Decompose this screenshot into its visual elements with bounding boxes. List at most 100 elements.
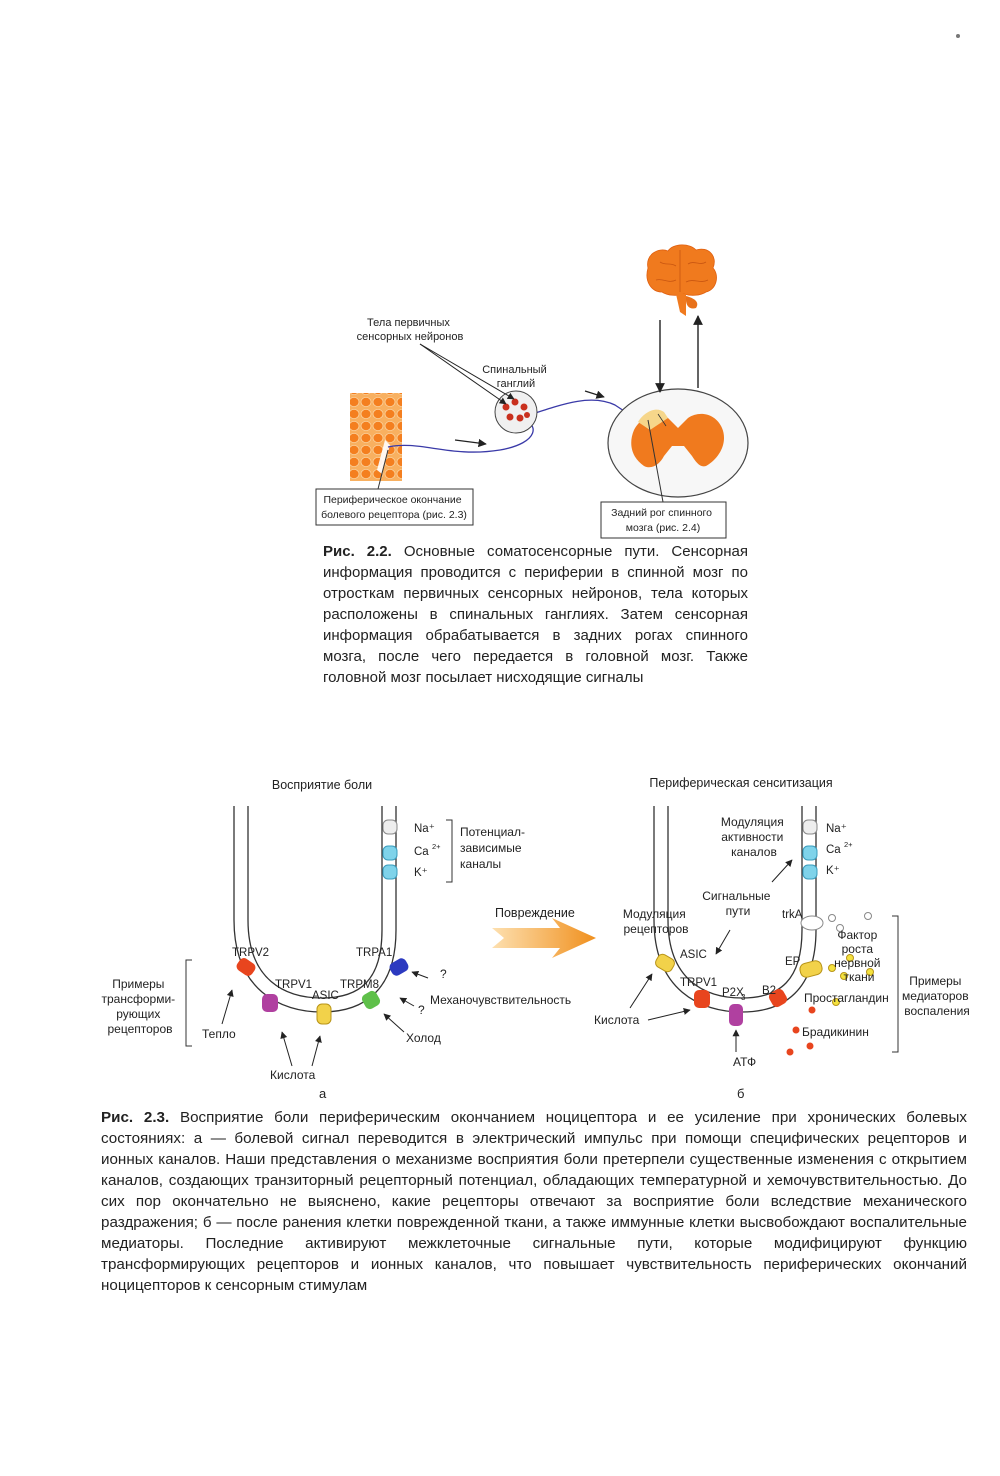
figure-2-3-caption: Рис. 2.3. Восприятие боли периферическим… [101, 1107, 967, 1296]
svg-text:Модуляция активности к: Модуляция активности каналов [721, 815, 787, 859]
peripheral-box-line1: Периферическое окончание [323, 494, 461, 506]
voltage-label-3: каналы [460, 857, 501, 871]
question-1: ? [440, 967, 447, 981]
mediators-label-3: воспаления [904, 1004, 970, 1018]
label-ganglion-2: ганглий [497, 378, 535, 390]
figure-2-2-caption: Рис. 2.2. Основные соматосенсорные пути.… [323, 541, 748, 688]
ngf-4: ткани [843, 970, 874, 984]
caption-2-3-label: Рис. 2.3. [101, 1109, 170, 1126]
label-ganglion-1: Спинальный [482, 364, 547, 376]
receptor-p2x3 [729, 1004, 743, 1026]
injury-arrow [492, 918, 596, 958]
mediators-label-1: Примеры [909, 974, 961, 988]
mod-receptors-2: рецепторов [623, 922, 688, 936]
ngf-3: нервной [834, 956, 880, 970]
examples-label-2: трансформи- [102, 992, 176, 1006]
svg-text:Модуляция рецепторов: Модуляция рецепторов [623, 907, 689, 936]
page-speck [956, 34, 960, 38]
label-neuron-bodies-2: сенсорных нейронов [357, 331, 464, 343]
label-atp: АТФ [733, 1055, 756, 1069]
label-mech: Механочувствительность [430, 993, 571, 1007]
peripheral-box-line2: болевого рецептора (рис. 2.3) [321, 509, 467, 521]
mod-receptors-1: Модуляция [623, 907, 686, 921]
ion-na-b: Na⁺ [826, 823, 847, 835]
label-trka: trkA [782, 909, 803, 921]
label-trpm8: TRPM8 [340, 979, 379, 991]
label-acid-b: Кислота [594, 1013, 640, 1027]
examples-label-1: Примеры [112, 977, 164, 991]
receptor-trpv1-b [694, 990, 710, 1008]
receptor-trpa1 [389, 958, 409, 976]
svg-text:Тела первичных сенсорных н: Тела первичных сенсорных нейронов [357, 317, 464, 343]
label-trpa1: TRPA1 [356, 947, 392, 959]
label-asic-a: ASIC [312, 990, 339, 1002]
svg-text:Спинальный ганглий: Спинальный ганглий [482, 364, 550, 390]
voltage-label-1: Потенциал- [460, 825, 525, 839]
caption-2-2-label: Рис. 2.2. [323, 543, 392, 560]
panel-b-letter: б [737, 1086, 744, 1100]
label-heat: Тепло [202, 1027, 236, 1041]
ion-channels-a [382, 819, 398, 880]
label-b2: B2 [762, 985, 776, 997]
dorsal-box-line1: Задний рог спинного [611, 507, 712, 519]
figure-2-3-diagram: Восприятие боли Na⁺ Ca 2+ K⁺ Потенциал- … [102, 776, 972, 1100]
panel-a-letter: а [319, 1086, 327, 1100]
ngf-1: Фактор [837, 928, 877, 942]
receptor-trka [800, 915, 824, 931]
ngf-2: роста [842, 942, 874, 956]
mediator-dots [786, 912, 874, 1056]
svg-text:Примеры медиаторов вос: Примеры медиаторов воспаления [902, 974, 972, 1018]
svg-text:Потенциал- зависимые к: Потенциал- зависимые каналы [460, 825, 528, 871]
ion-k-b: K⁺ [826, 865, 840, 877]
receptor-trpv1-a [262, 994, 278, 1012]
ion-ca-sup-a: 2+ [432, 842, 441, 851]
label-acid-a: Кислота [270, 1068, 316, 1082]
ion-ca-a: Ca [414, 846, 429, 858]
ion-ca-b: Ca [826, 844, 841, 856]
ion-ca-sup-b: 2+ [844, 840, 853, 849]
examples-label-3: рующих [116, 1007, 160, 1021]
examples-label-4: рецепторов [107, 1022, 172, 1036]
receptor-trpv2 [236, 958, 256, 976]
figure-2-2-diagram: Периферическое окончание болевого рецепт… [315, 244, 749, 539]
label-trpv1-a: TRPV1 [275, 979, 312, 991]
mod-activity-1: Модуляция [721, 815, 784, 829]
caption-2-3-text: Восприятие боли периферическим окончание… [101, 1109, 967, 1294]
dorsal-horn-box [600, 501, 727, 539]
receptor-b2 [768, 988, 788, 1008]
label-asic-b: ASIC [680, 949, 707, 961]
label-prostaglandin: Простагландин [804, 991, 889, 1005]
mod-activity-3: каналов [731, 845, 777, 859]
svg-text:Примеры трансформи- ру: Примеры трансформи- рующих рецепторов [102, 977, 179, 1036]
label-p2x: P2X [722, 987, 744, 999]
signal-paths-2: пути [726, 904, 751, 918]
receptor-ep [799, 960, 823, 978]
ion-k-a: K⁺ [414, 867, 428, 879]
label-trpv2: TRPV2 [232, 947, 269, 959]
question-2: ? [418, 1003, 425, 1017]
signal-paths-1: Сигнальные [702, 889, 771, 903]
receptor-asic-b [655, 953, 675, 973]
panel-b-title: Периферическая сенситизация [649, 776, 832, 790]
svg-text:Периферическое окончание б: Периферическое окончание болевого рецепт… [321, 494, 467, 521]
svg-text:Сигнальные пути: Сигнальные пути [702, 889, 774, 918]
label-p2x-sub: 3 [741, 993, 746, 1002]
ion-na-a: Na⁺ [414, 823, 435, 835]
panel-a-title: Восприятие боли [272, 778, 372, 792]
brain-icon [646, 244, 717, 316]
label-injury: Повреждение [495, 906, 575, 920]
label-trpv1-b: TRPV1 [680, 977, 717, 989]
label-bradykinin: Брадикинин [802, 1025, 869, 1039]
mediators-label-2: медиаторов [902, 989, 969, 1003]
dorsal-box-line2: мозга (рис. 2.4) [626, 522, 701, 534]
svg-text:Задний рог спинного мозга: Задний рог спинного мозга (рис. 2.4) [611, 507, 715, 534]
label-cold: Холод [406, 1031, 441, 1045]
svg-text:Фактор роста нервной: Фактор роста нервной ткани [834, 928, 884, 984]
mod-activity-2: активности [721, 830, 783, 844]
label-ep: EP [785, 956, 801, 968]
label-neuron-bodies-1: Тела первичных [367, 317, 450, 329]
receptor-asic-a [316, 1003, 332, 1025]
peripheral-ending-box [315, 488, 474, 526]
caption-2-2-text: Основные соматосенсорные пути. Сенсорная… [323, 543, 748, 686]
receptor-trpm8 [361, 990, 381, 1010]
